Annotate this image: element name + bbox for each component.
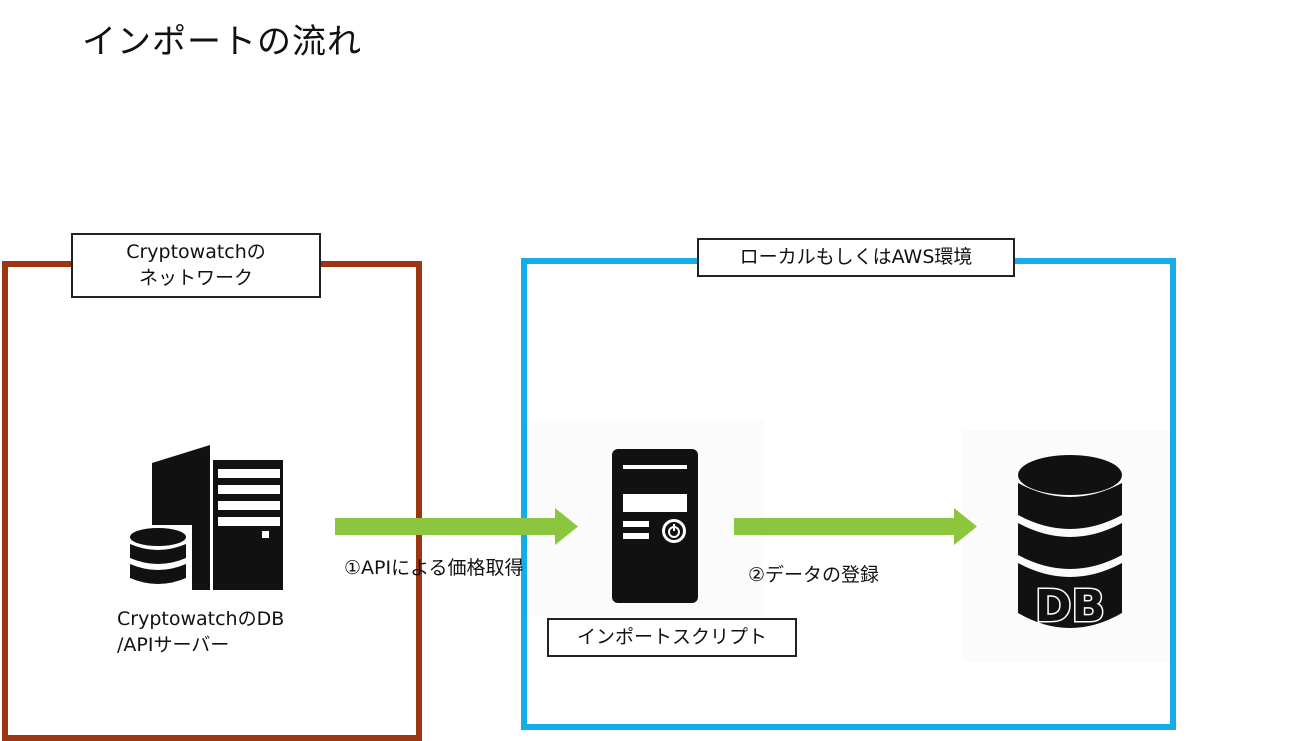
flow-label-1: ①APIによる価格取得: [344, 557, 524, 579]
local-aws-label: ローカルもしくはAWS環境: [697, 238, 1015, 277]
database-icon-label: DB: [1035, 581, 1105, 632]
page-title: インポートの流れ: [82, 22, 362, 62]
tower-computer-icon: [612, 449, 698, 603]
flow-label-2: ②データの登録: [748, 564, 880, 586]
flow-arrow-2: [734, 508, 977, 545]
import-script-caption: インポートスクリプト: [547, 618, 797, 657]
database-icon: DB: [1018, 455, 1122, 634]
zone-label-line2: ネットワーク: [138, 267, 253, 289]
api-server-caption: CryptowatchのDB /APIサーバー: [117, 606, 284, 658]
api-server-caption-line1: CryptowatchのDB: [117, 608, 285, 630]
zone-label-line1: Cryptowatchの: [126, 241, 266, 263]
cryptowatch-network-label: Cryptowatchの ネットワーク: [71, 233, 321, 298]
flow-arrow-1: [335, 508, 578, 545]
server-database-icon: [126, 445, 283, 590]
api-server-caption-line2: /APIサーバー: [117, 634, 230, 656]
